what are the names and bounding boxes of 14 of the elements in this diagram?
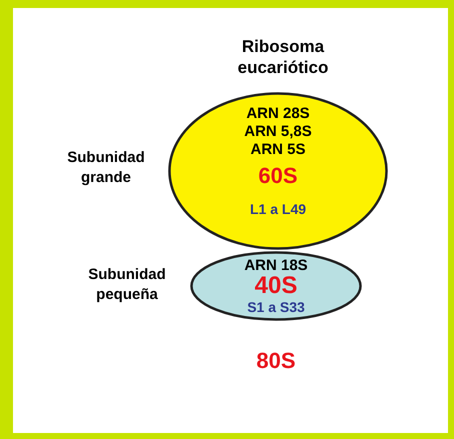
rna-label: ARN 5,8S [243, 124, 313, 139]
sedimentation-label: 80S [255, 350, 297, 372]
subunit-name: Subunidad grande [66, 148, 146, 187]
subunit-ellipse [190, 251, 362, 321]
rna-label: ARN 28S [245, 106, 311, 121]
sedimentation-label: 60S [257, 165, 299, 187]
subunit-name: Subunidad pequeña [87, 265, 167, 304]
rna-label: ARN 5S [249, 142, 306, 157]
protein-label: S1 a S33 [246, 300, 306, 314]
protein-label: L1 a L49 [248, 202, 308, 216]
sedimentation-label: 40S [254, 274, 298, 298]
rna-label: ARN 18S [243, 258, 309, 273]
title: Ribosoma eucariótico [236, 36, 330, 78]
subunit-ellipse [168, 92, 388, 250]
